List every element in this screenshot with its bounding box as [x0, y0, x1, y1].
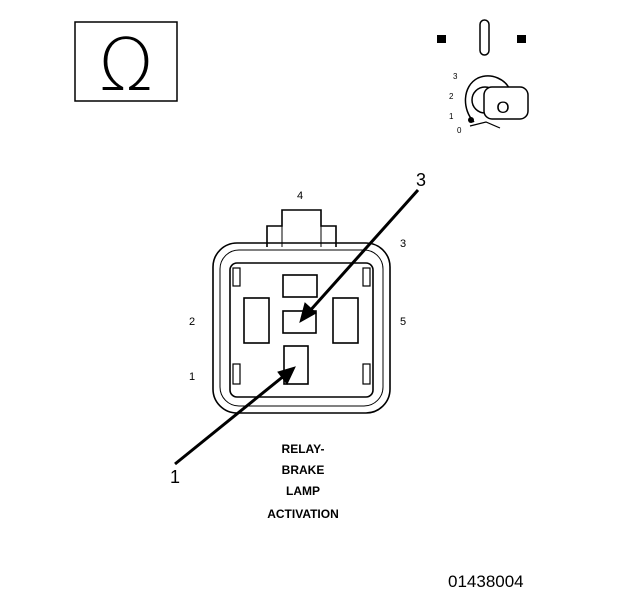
ignition-position-2: 2 — [449, 92, 454, 101]
pin-label-3: 3 — [400, 238, 406, 250]
relay-caption: RELAY- BRAKE LAMP ACTIVATION — [267, 442, 339, 521]
ignition-key-letter: O — [496, 98, 509, 117]
pin-label-5: 5 — [400, 316, 406, 328]
ohm-symbol-box: Ω — [74, 21, 178, 107]
figure-id: 01438004 — [448, 572, 524, 591]
connector-terminals — [243, 274, 359, 385]
ignition-switch-icon: 3 2 1 0 O — [437, 19, 529, 135]
terminal-1 — [283, 345, 309, 385]
pin-label-1: 1 — [189, 371, 195, 383]
terminal-5 — [332, 297, 359, 344]
caption-line-2: BRAKE — [282, 463, 325, 477]
terminal-2 — [243, 297, 270, 344]
callout-3-label: 3 — [416, 170, 426, 190]
caption-line-4: ACTIVATION — [267, 507, 339, 521]
pin-labels: 4 3 2 5 1 — [189, 190, 406, 383]
terminal-3 — [282, 310, 317, 334]
connector-body — [212, 209, 391, 414]
callout-arrows — [174, 189, 420, 466]
ohm-symbol: Ω — [98, 23, 153, 107]
ignition-position-3: 3 — [453, 72, 458, 81]
pin-label-2: 2 — [189, 316, 195, 328]
callout-3-arrow — [306, 189, 420, 314]
caption-line-3: LAMP — [286, 484, 320, 498]
caption-line-1: RELAY- — [282, 442, 325, 456]
callout-1-arrow — [174, 373, 286, 466]
pin-label-4: 4 — [297, 190, 303, 202]
callout-1-label: 1 — [170, 467, 180, 487]
ignition-position-0: 0 — [457, 126, 462, 135]
terminal-4 — [282, 274, 318, 298]
ignition-position-1: 1 — [449, 112, 454, 121]
